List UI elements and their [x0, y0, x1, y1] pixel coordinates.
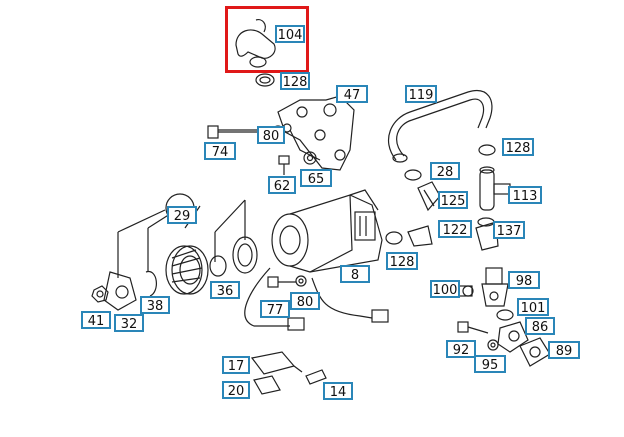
callout-8[interactable]: 8	[340, 265, 370, 283]
callout-17[interactable]: 17	[222, 356, 250, 374]
callout-80[interactable]: 80	[290, 292, 320, 310]
callout-86[interactable]: 86	[525, 317, 555, 335]
callout-128[interactable]: 128	[280, 72, 310, 90]
tee-fitting-part	[479, 166, 511, 211]
callout-41[interactable]: 41	[81, 311, 111, 329]
wiring-harness-part	[244, 267, 389, 331]
fitting-part	[385, 217, 499, 251]
thermostat-part	[481, 267, 509, 307]
nut-part	[91, 285, 109, 303]
callout-104[interactable]: 104	[275, 25, 305, 43]
callout-29[interactable]: 29	[167, 206, 197, 224]
callout-77[interactable]: 77	[260, 300, 290, 318]
callout-128[interactable]: 128	[502, 138, 534, 156]
callout-119[interactable]: 119	[405, 85, 437, 103]
clamp-part	[255, 73, 275, 87]
callout-28[interactable]: 28	[430, 162, 460, 180]
callout-47[interactable]: 47	[336, 85, 368, 103]
ac-compressor-part	[271, 189, 383, 273]
connector-part	[417, 181, 441, 212]
callout-128[interactable]: 128	[386, 252, 418, 270]
callout-62[interactable]: 62	[268, 176, 296, 194]
small-bolt-part	[278, 151, 317, 175]
callout-32[interactable]: 32	[114, 314, 144, 332]
pulley-assembly-part	[103, 193, 258, 311]
callout-80[interactable]: 80	[257, 126, 285, 144]
callout-137[interactable]: 137	[493, 221, 525, 239]
callout-92[interactable]: 92	[446, 340, 476, 358]
callout-20[interactable]: 20	[222, 381, 250, 399]
flange-part	[496, 309, 551, 367]
callout-101[interactable]: 101	[517, 298, 549, 316]
bracket-part	[277, 95, 355, 171]
sensor-part	[457, 285, 474, 297]
callout-65[interactable]: 65	[300, 169, 332, 187]
callout-113[interactable]: 113	[508, 186, 542, 204]
highlight-box	[225, 6, 309, 73]
callout-38[interactable]: 38	[140, 296, 170, 314]
compressor-bolt-part	[267, 275, 307, 288]
callout-100[interactable]: 100	[430, 280, 460, 298]
callout-36[interactable]: 36	[210, 281, 240, 299]
callout-125[interactable]: 125	[438, 191, 468, 209]
flange-bolt-part	[457, 321, 499, 351]
callout-89[interactable]: 89	[548, 341, 580, 359]
electrical-connector-part	[250, 351, 327, 395]
hose-elbow-part	[235, 19, 276, 68]
callout-98[interactable]: 98	[508, 271, 540, 289]
callout-95[interactable]: 95	[474, 355, 506, 373]
callout-14[interactable]: 14	[323, 382, 353, 400]
coolant-hose-part	[387, 90, 493, 163]
callout-122[interactable]: 122	[438, 220, 472, 238]
callout-74[interactable]: 74	[204, 142, 236, 160]
hose-clamps-part	[404, 144, 496, 181]
